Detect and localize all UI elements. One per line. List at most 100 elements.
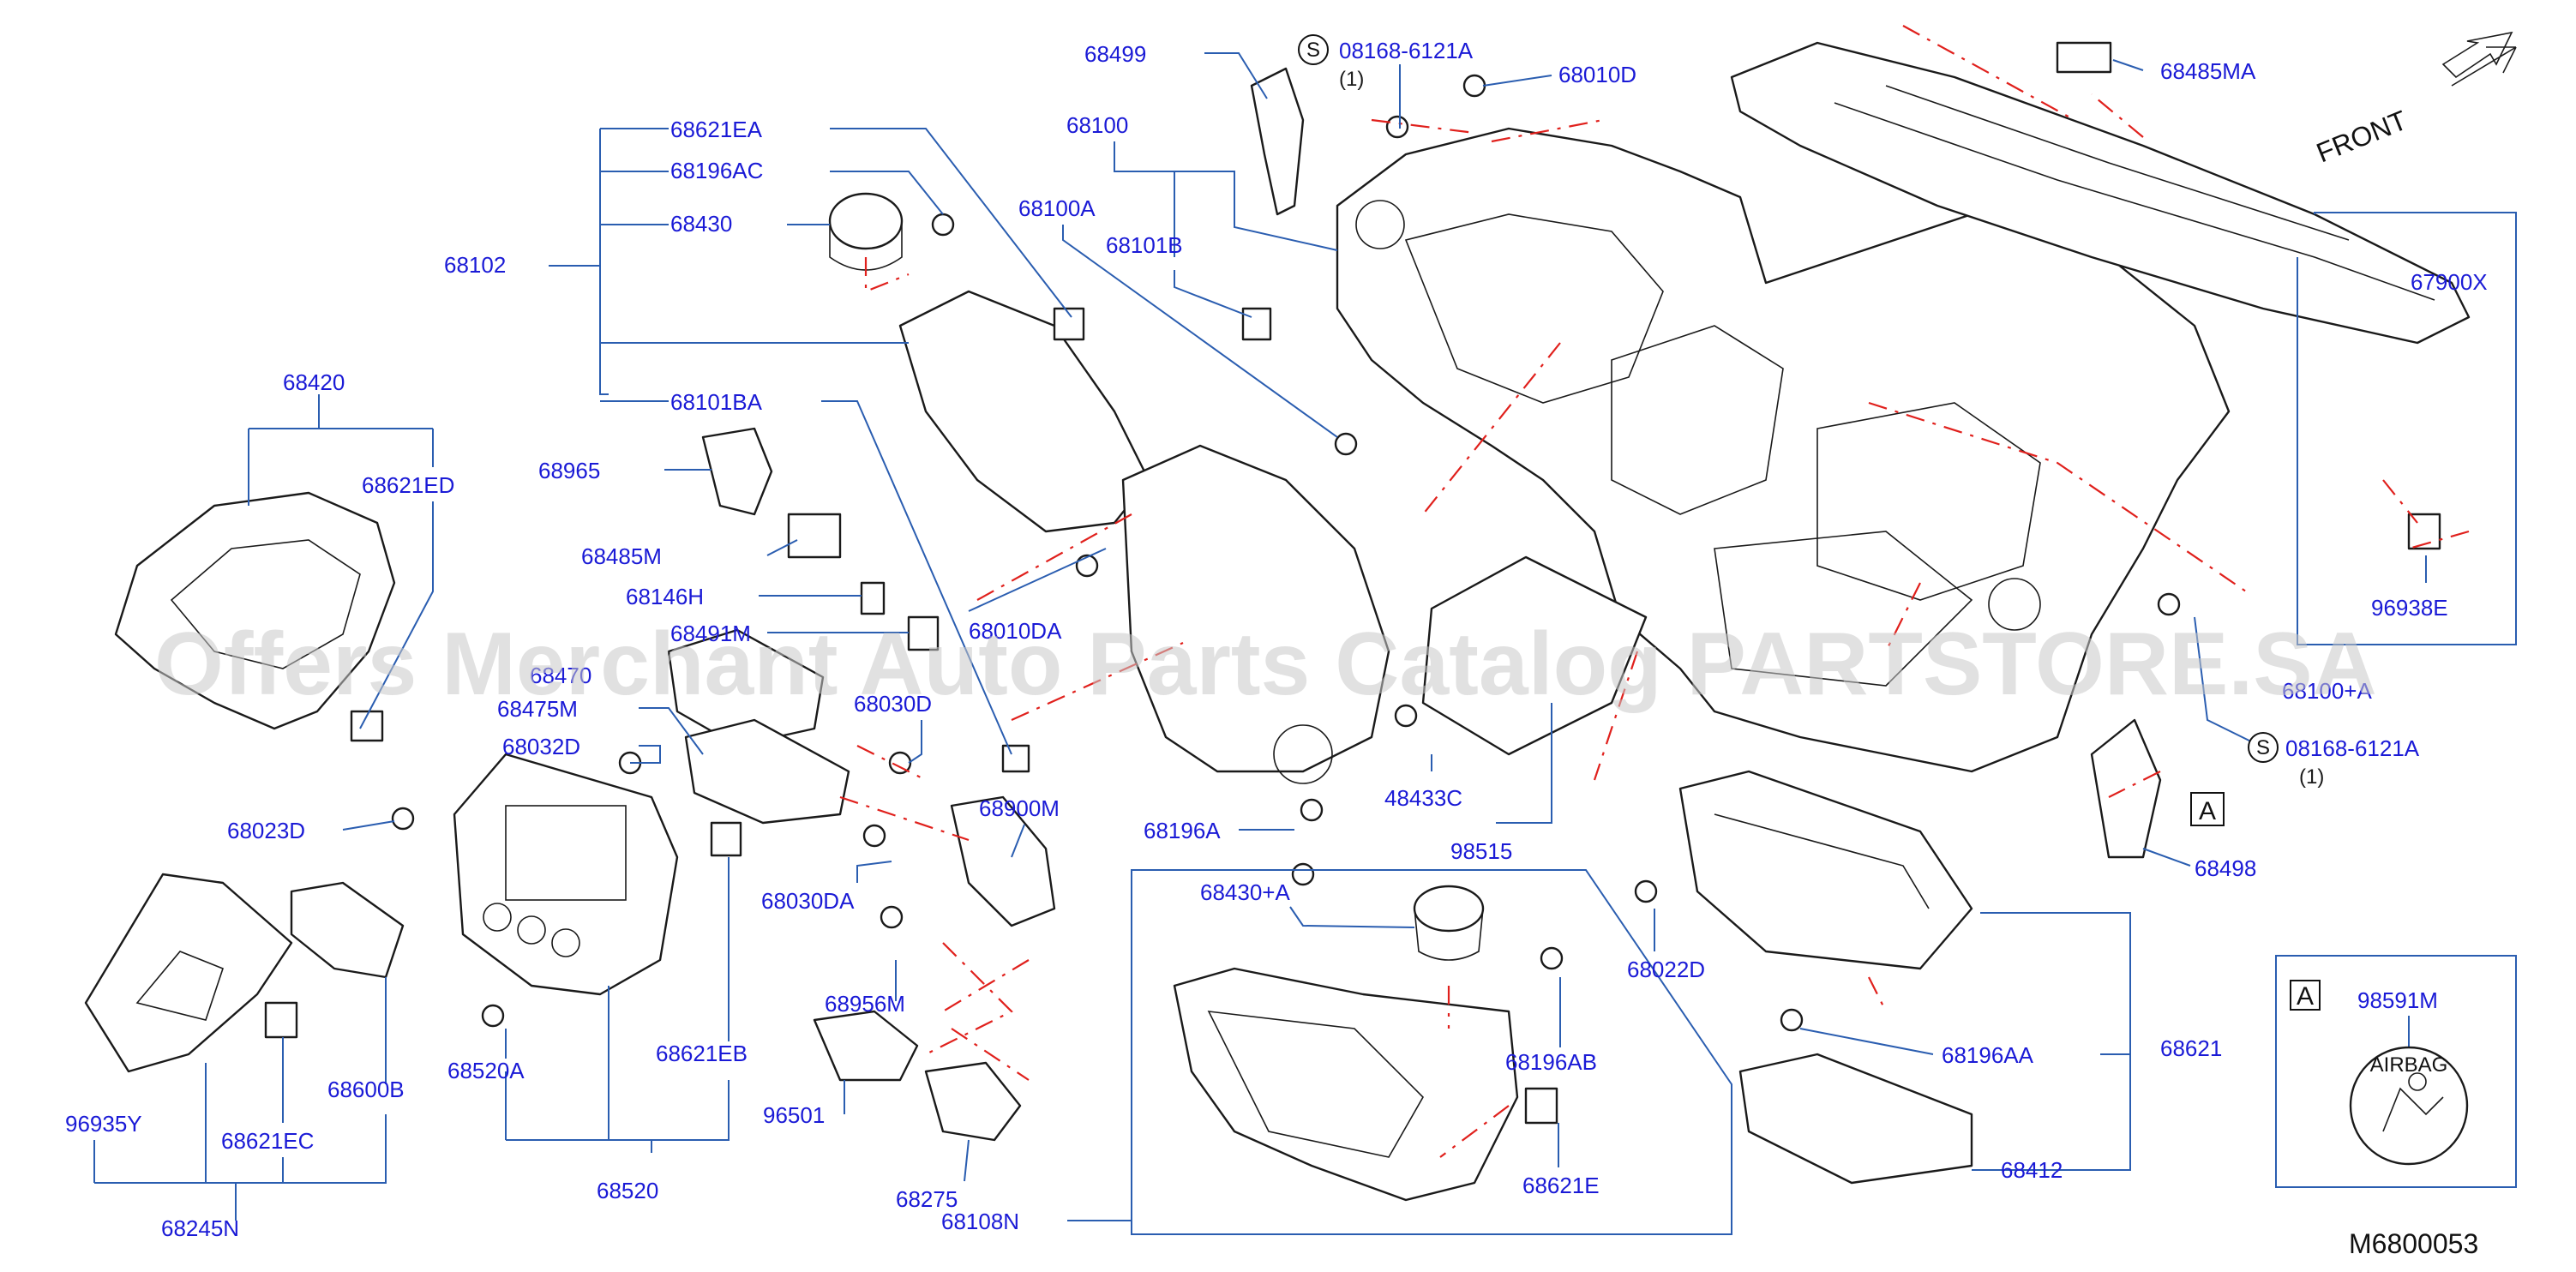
label-68470[interactable]: 68470 — [530, 663, 591, 688]
label-68965[interactable]: 68965 — [538, 458, 600, 483]
screws — [391, 74, 2181, 1032]
label-68022D[interactable]: 68022D — [1627, 957, 1705, 982]
ref-box-a — [2190, 792, 2225, 826]
label-68010D[interactable]: 68010D — [1558, 62, 1636, 87]
label-68621ED[interactable]: 68621ED — [362, 472, 454, 498]
label-98515[interactable]: 98515 — [1450, 838, 1512, 864]
label-68030DA[interactable]: 68030DA — [761, 888, 855, 914]
ref-box-a-text: A — [2199, 797, 2216, 825]
front-indicator: FRONT — [2312, 31, 2517, 169]
vent-68900M — [950, 795, 1056, 927]
symbol-s-right — [2248, 732, 2279, 763]
label-68520A[interactable]: 68520A — [447, 1058, 525, 1083]
label-68956M[interactable]: 68956M — [825, 991, 905, 1017]
ref-box-a-inset-text: A — [2297, 982, 2314, 1011]
cup-holder-68430 — [828, 192, 904, 250]
switch-panel-68600B — [290, 881, 405, 979]
assembly-lines — [839, 25, 2470, 1158]
bracket-68499 — [1250, 67, 1305, 216]
label-68621[interactable]: 68621 — [2160, 1035, 2222, 1061]
vent-68275 — [924, 1061, 1022, 1142]
label-68621EC[interactable]: 68621EC — [221, 1128, 314, 1154]
label-08168-top[interactable]: 08168-6121A — [1339, 38, 1474, 63]
label-68196AC[interactable]: 68196AC — [670, 158, 763, 183]
label-68420[interactable]: 68420 — [283, 369, 345, 395]
cluster-lid-68420 — [114, 491, 396, 730]
pad-68146H — [860, 581, 886, 615]
tray-68412 — [1738, 1053, 1973, 1185]
label-68485M[interactable]: 68485M — [581, 543, 662, 569]
label-96501[interactable]: 96501 — [763, 1102, 825, 1128]
center-bezel-68520 — [453, 753, 679, 996]
reference-markers: A A S S — [1298, 34, 2321, 1011]
diagram-code: M6800053 — [2349, 1228, 2478, 1259]
label-68498[interactable]: 68498 — [2195, 855, 2256, 881]
label-68900M[interactable]: 68900M — [979, 795, 1060, 821]
label-68621E[interactable]: 68621E — [1522, 1173, 1600, 1198]
watermark-text: Offers Merchant Auto Parts Catalog PARTS… — [154, 615, 2377, 714]
pad-68485MA — [2056, 41, 2112, 74]
cup-holder-68430A — [1413, 885, 1485, 933]
label-68010DA[interactable]: 68010DA — [969, 618, 1062, 644]
instrument-panel-body — [1336, 127, 2231, 773]
label-08168-right[interactable]: 08168-6121A — [2285, 735, 2420, 761]
label-68491M[interactable]: 68491M — [670, 621, 751, 646]
part-labels[interactable]: 68499 08168-6121A (1) 68010D 68485MA 681… — [65, 38, 2488, 1241]
glove-box-68621 — [1678, 770, 1973, 970]
lower-console-68245N — [84, 873, 293, 1073]
label-68032D[interactable]: 68032D — [502, 734, 580, 759]
glove-lid-68108N — [1173, 967, 1519, 1202]
label-68430-plus-a[interactable]: 68430+A — [1200, 879, 1290, 905]
label-68196A[interactable]: 68196A — [1144, 818, 1221, 843]
part-drawings — [84, 41, 2471, 1202]
label-68621EB[interactable]: 68621EB — [656, 1041, 748, 1066]
label-68499[interactable]: 68499 — [1084, 41, 1146, 67]
label-68245N[interactable]: 68245N — [161, 1215, 239, 1241]
label-96938E[interactable]: 96938E — [2371, 595, 2448, 621]
trim-68485M — [787, 513, 842, 559]
label-96935Y[interactable]: 96935Y — [65, 1111, 142, 1137]
label-68485MA[interactable]: 68485MA — [2160, 58, 2256, 84]
clip-68101B — [1241, 307, 1272, 341]
label-68108N[interactable]: 68108N — [941, 1209, 1019, 1234]
vent-96501 — [813, 1010, 919, 1082]
qty-right: (1) — [2299, 765, 2324, 789]
front-arrow-icon — [2451, 46, 2517, 87]
label-68023D[interactable]: 68023D — [227, 818, 305, 843]
airbag-emblem-text: AIRBAG — [2370, 1053, 2448, 1077]
clip-68621E — [1524, 1087, 1558, 1125]
label-67900X[interactable]: 67900X — [2411, 269, 2488, 295]
center-cluster-lid-frame — [898, 290, 1150, 533]
clip-68621EC — [264, 1001, 298, 1039]
label-68102[interactable]: 68102 — [444, 252, 506, 278]
label-68100-plus-a[interactable]: 68100+A — [2282, 678, 2372, 704]
label-68520[interactable]: 68520 — [597, 1178, 658, 1203]
label-68412[interactable]: 68412 — [2001, 1157, 2063, 1183]
label-68196AB[interactable]: 68196AB — [1505, 1049, 1597, 1075]
label-48433C[interactable]: 48433C — [1384, 785, 1462, 811]
knee-panel-98515 — [1421, 555, 1648, 756]
center-console-stack — [1121, 444, 1390, 773]
label-98591M[interactable]: 98591M — [2357, 987, 2438, 1013]
label-68100[interactable]: 68100 — [1066, 112, 1128, 138]
label-68100A[interactable]: 68100A — [1018, 195, 1096, 221]
label-68275[interactable]: 68275 — [896, 1186, 958, 1212]
label-68621EA[interactable]: 68621EA — [670, 117, 763, 142]
label-68430[interactable]: 68430 — [670, 211, 732, 237]
symbol-s-top — [1298, 34, 1329, 65]
label-68600B[interactable]: 68600B — [327, 1077, 405, 1102]
label-68101B[interactable]: 68101B — [1106, 232, 1183, 258]
side-panel-68498 — [2090, 718, 2162, 859]
pocket-68475M — [684, 718, 850, 825]
ref-box-a-inset — [2290, 980, 2321, 1011]
front-text: FRONT — [2312, 105, 2411, 169]
clip-68965 — [701, 427, 773, 516]
label-68146H[interactable]: 68146H — [626, 584, 704, 609]
label-68475M[interactable]: 68475M — [497, 696, 578, 722]
airbag-emblem-icon — [2349, 1046, 2469, 1166]
label-68196AA[interactable]: 68196AA — [1942, 1042, 2034, 1068]
clip-68101BA — [1001, 744, 1030, 773]
label-68101BA[interactable]: 68101BA — [670, 389, 763, 415]
label-68030D[interactable]: 68030D — [854, 691, 932, 717]
